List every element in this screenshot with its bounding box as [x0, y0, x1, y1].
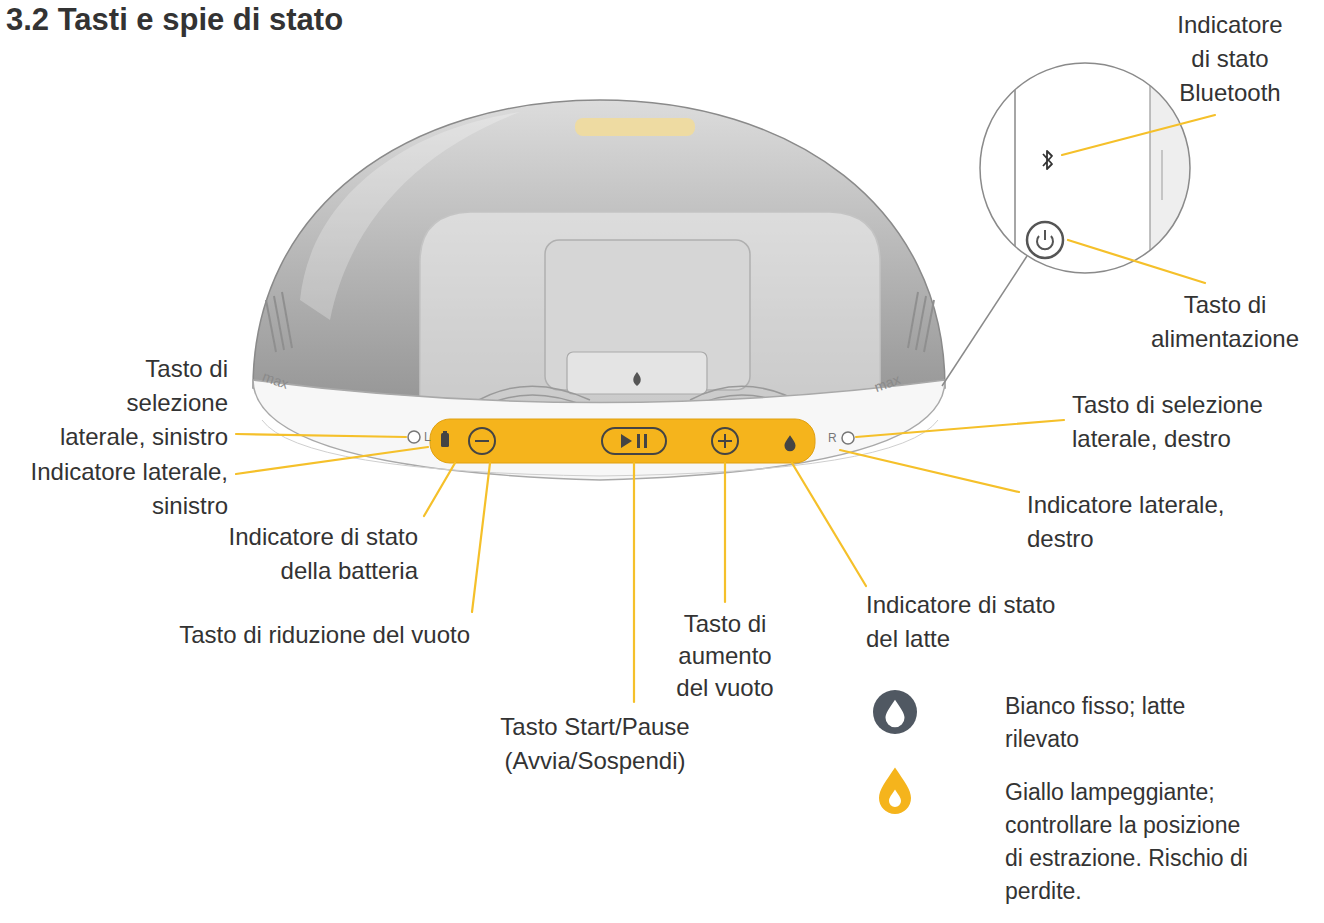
part-label: Tasto di selezione laterale, destro — [1072, 388, 1302, 456]
minus-button — [469, 428, 495, 454]
start-pause-button — [602, 428, 666, 454]
part-label: Indicatore di stato del latte — [866, 588, 1076, 656]
control-strip — [430, 419, 815, 463]
side-button-left — [408, 431, 420, 443]
part-label: Tasto di riduzione del vuoto — [60, 618, 470, 652]
part-label: Indicatore di stato Bluetooth — [1165, 8, 1295, 110]
pump-base — [253, 380, 945, 480]
part-label: Indicatore di stato della batteria — [208, 520, 418, 588]
part-label: Tasto di alimentazione — [1140, 288, 1310, 356]
location-mark — [633, 372, 641, 386]
milk-icon — [785, 435, 796, 451]
zoom-detail — [975, 58, 1195, 288]
legend-text: Giallo lampeggiante; controllare la posi… — [1005, 776, 1250, 908]
part-label: Indicatore laterale, sinistro — [6, 455, 228, 523]
pump-window — [420, 212, 880, 418]
legend-icon-white — [873, 690, 917, 734]
side-letter: L — [424, 430, 431, 444]
zoom-outline — [980, 63, 1190, 273]
part-label: Tasto di selezione laterale, sinistro — [48, 352, 228, 454]
side-button-right — [842, 432, 854, 444]
title: 3.2 Tasti e spie di stato — [6, 0, 706, 40]
part-label: Tasto Start/Pause (Avvia/Sospendi) — [445, 710, 745, 778]
pump-slot — [567, 352, 707, 394]
part-label: Tasto di aumento del vuoto — [665, 608, 785, 704]
battery-icon — [441, 431, 449, 447]
zoom-connector — [942, 256, 1027, 386]
plus-button — [712, 428, 738, 454]
base-edge — [262, 420, 938, 476]
side-letter: R — [828, 431, 837, 445]
sensor-bar — [575, 118, 695, 136]
legend-text: Bianco fisso; latte rilevato — [1005, 690, 1255, 756]
legend-icon-yellow — [879, 768, 911, 814]
part-label: Indicatore laterale, destro — [1027, 488, 1257, 556]
